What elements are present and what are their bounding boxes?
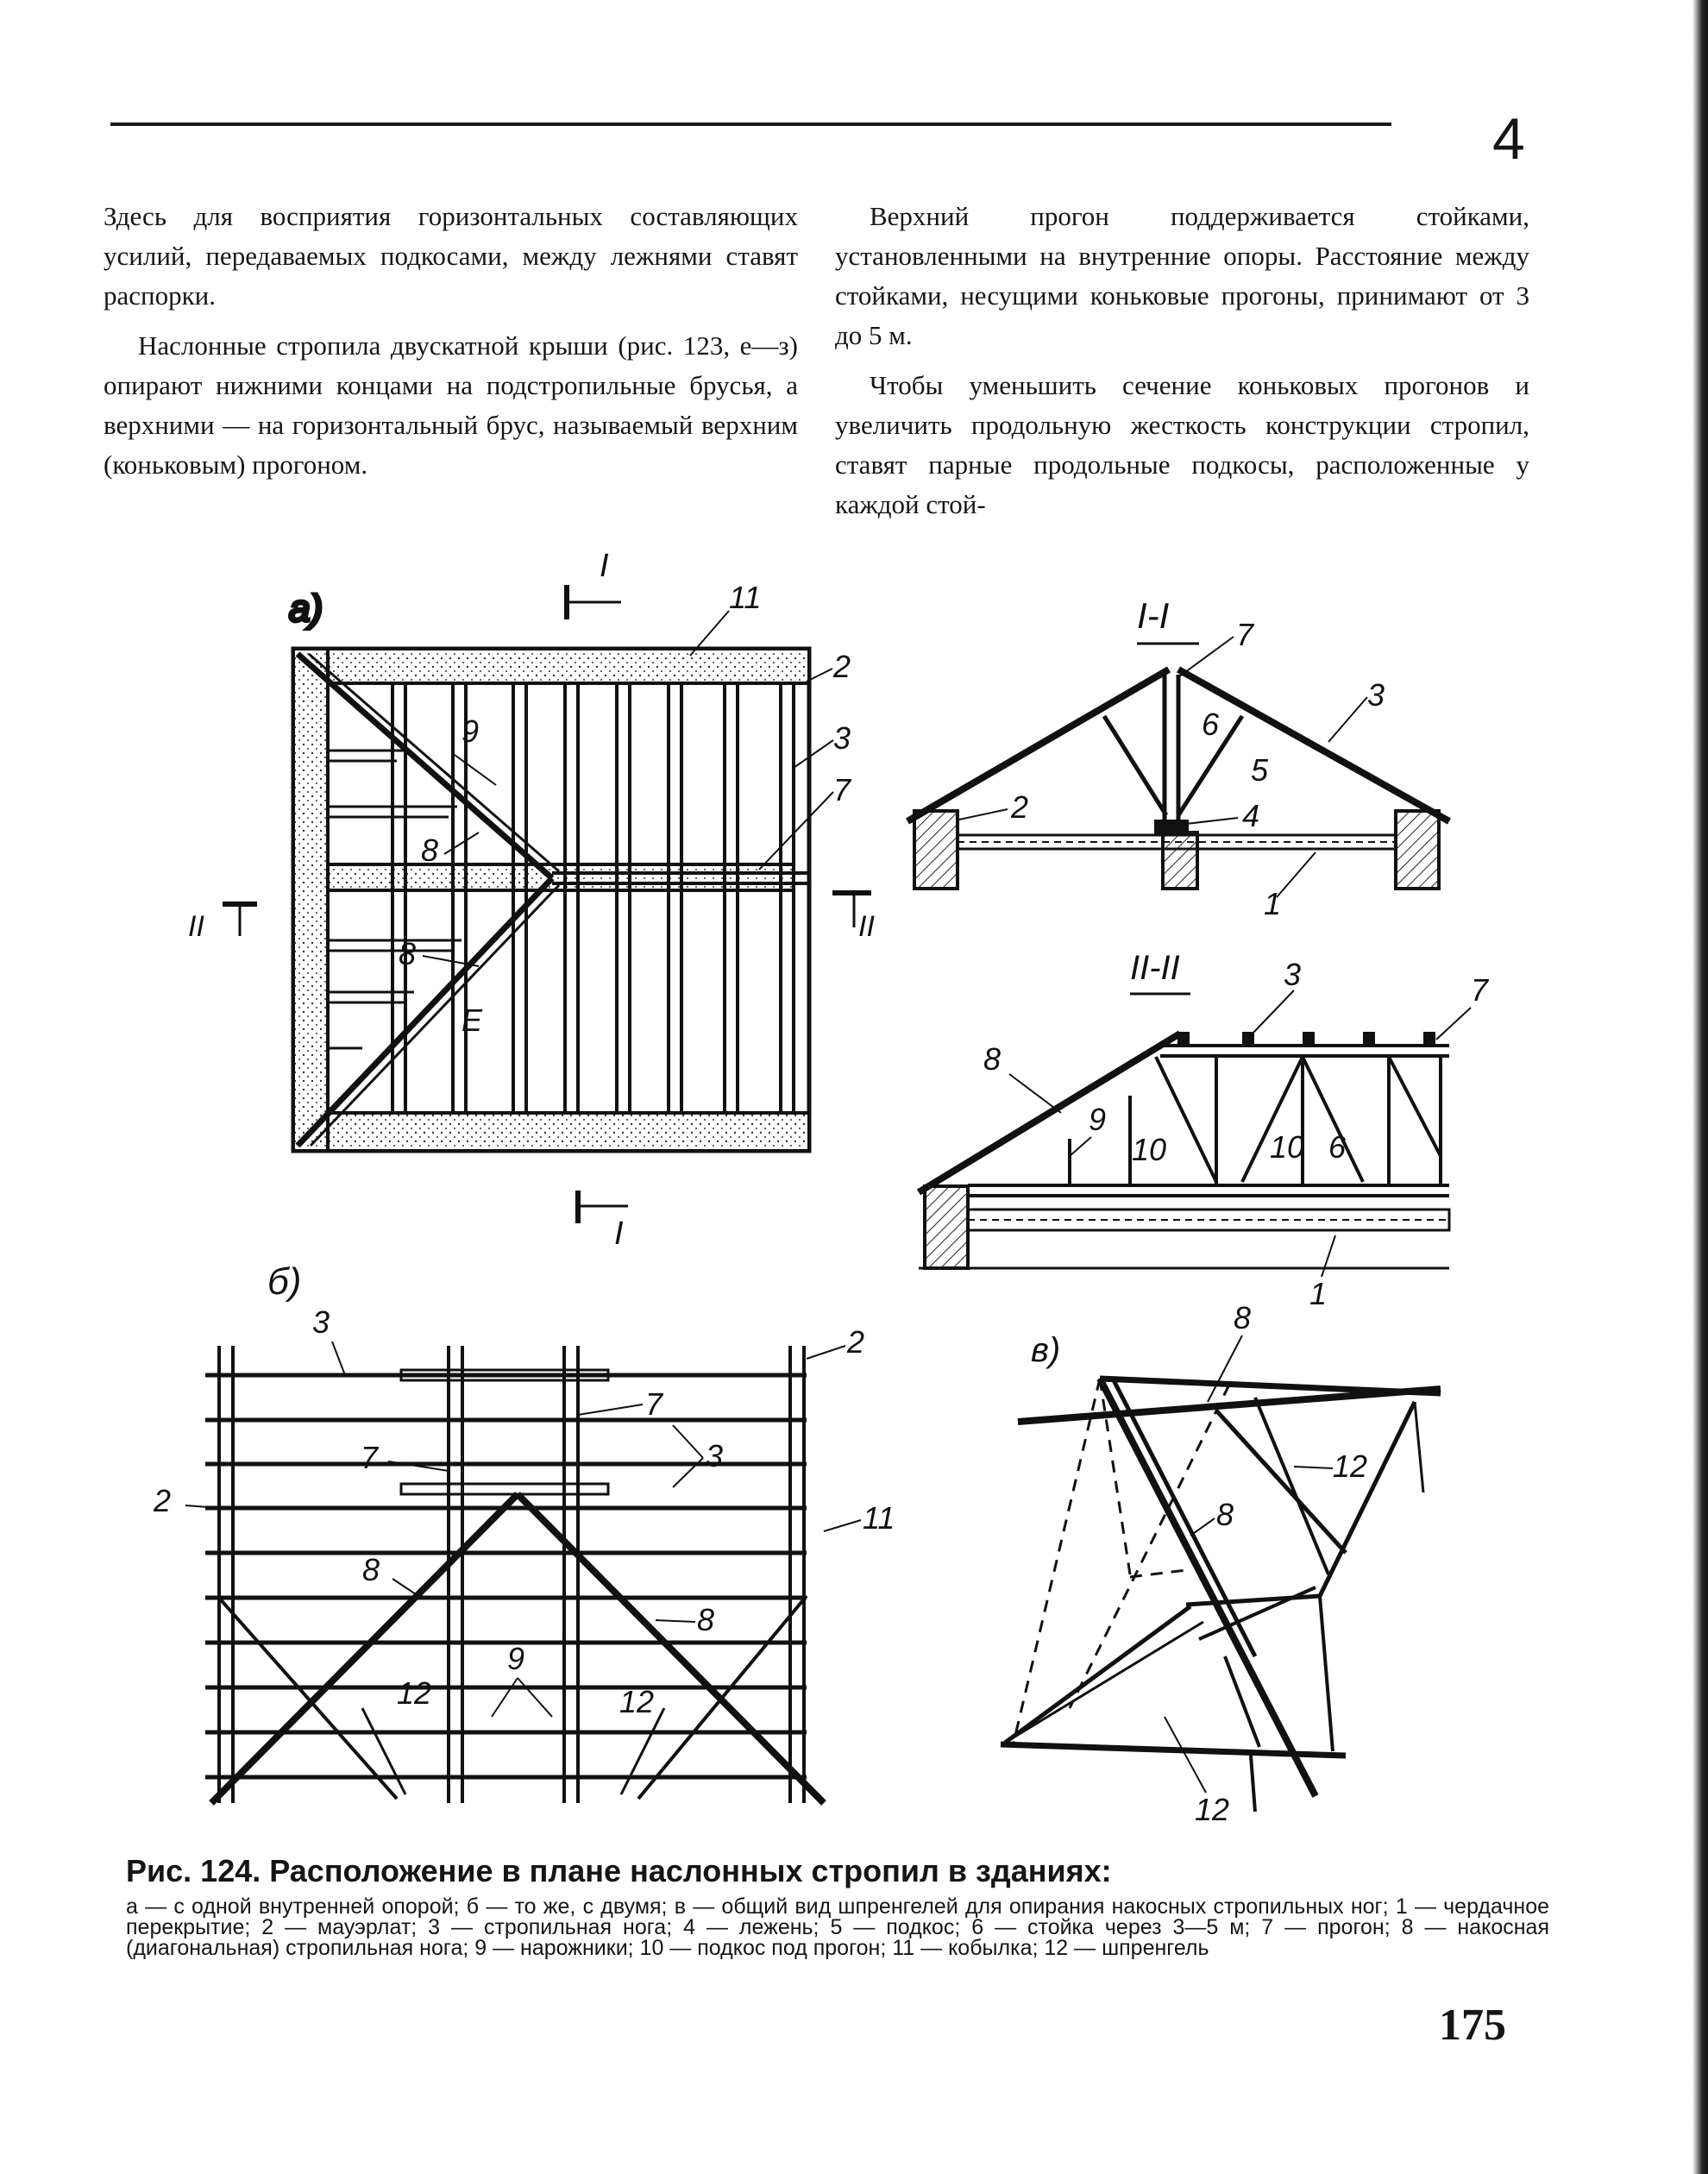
label-8: 8: [421, 833, 438, 868]
letter-e: Е: [462, 1002, 483, 1038]
label-8: 8: [1216, 1497, 1234, 1532]
section-mark-I: I: [600, 548, 609, 584]
label-9: 9: [1089, 1102, 1106, 1137]
label-12: 12: [1195, 1792, 1229, 1827]
figure-caption-title: Рис. 124. Расположение в плане наслонных…: [126, 1853, 1112, 1888]
panel-label-a: а): [289, 587, 323, 630]
label-7: 7: [833, 772, 852, 807]
binding-edge: [1692, 0, 1708, 2174]
label-8: 8: [362, 1552, 380, 1587]
label-6: 6: [1328, 1129, 1347, 1165]
label-2: 2: [1010, 789, 1028, 825]
label-9: 9: [462, 713, 479, 749]
label-3: 3: [833, 720, 851, 756]
label-3: 3: [1367, 677, 1385, 713]
label-8: 8: [983, 1041, 1001, 1077]
label-6: 6: [1202, 707, 1220, 742]
panel-a-plan: а): [188, 548, 875, 1252]
label-10: 10: [1270, 1129, 1304, 1165]
header-rule: [110, 123, 1391, 126]
label-3: 3: [706, 1438, 723, 1473]
section-mark-II: II: [858, 910, 875, 943]
label-3: 3: [1284, 957, 1301, 992]
panel-label-v: в): [1031, 1331, 1060, 1369]
paragraph: Чтобы уменьшить сечение коньковых прогон…: [835, 370, 1529, 519]
figure-124: а): [153, 548, 1490, 1827]
section-mark-I: I: [614, 1216, 624, 1252]
label-10: 10: [1132, 1132, 1166, 1167]
label-5: 5: [1251, 752, 1269, 788]
label-8: 8: [1234, 1300, 1251, 1335]
label-7: 7: [1471, 972, 1490, 1008]
section-mark-II: II: [188, 910, 204, 943]
label-2: 2: [846, 1324, 864, 1360]
label-4: 4: [1242, 798, 1259, 833]
paragraph: Здесь для восприятия горизонтальных сост…: [104, 201, 798, 311]
label-7: 7: [1236, 617, 1255, 652]
label-3: 3: [312, 1304, 330, 1340]
panel-label-b: б): [267, 1260, 301, 1303]
label-12: 12: [1333, 1448, 1367, 1484]
label-1: 1: [1264, 886, 1281, 921]
label-12: 12: [619, 1684, 654, 1719]
label-2: 2: [153, 1483, 171, 1518]
label-1: 1: [1309, 1276, 1327, 1311]
text-column-left: Здесь для восприятия горизонтальных сост…: [104, 197, 798, 495]
paragraph: Верхний прогон поддерживается стойками, …: [835, 201, 1529, 350]
chapter-number: 4: [1492, 106, 1525, 172]
section-II-II: II-II: [916, 949, 1490, 1311]
label-7: 7: [645, 1386, 664, 1422]
label-8: 8: [399, 936, 416, 971]
figure-caption-text: а — с одной внутренней опорой; б — то же…: [126, 1894, 1549, 1960]
paragraph: Наслонные стропила двускатной крыши (рис…: [104, 330, 798, 480]
label-12: 12: [397, 1675, 431, 1711]
section-I-I: I-I 7 3 6 5 4 2 1: [905, 595, 1451, 921]
text-column-right: Верхний прогон поддерживается стойками, …: [835, 197, 1529, 535]
label-7: 7: [361, 1440, 380, 1475]
panel-b-plan: б): [153, 1260, 895, 1806]
label-8: 8: [697, 1602, 714, 1637]
page-number: 175: [1439, 2001, 1506, 2050]
label-11: 11: [863, 1500, 895, 1536]
section-title-II-II: II-II: [1130, 949, 1180, 987]
label-9: 9: [507, 1641, 524, 1676]
section-title-I-I: I-I: [1137, 595, 1170, 636]
label-2: 2: [832, 649, 851, 684]
label-11: 11: [729, 580, 761, 615]
panel-v-perspective: в) 8 12: [1000, 1300, 1441, 1827]
